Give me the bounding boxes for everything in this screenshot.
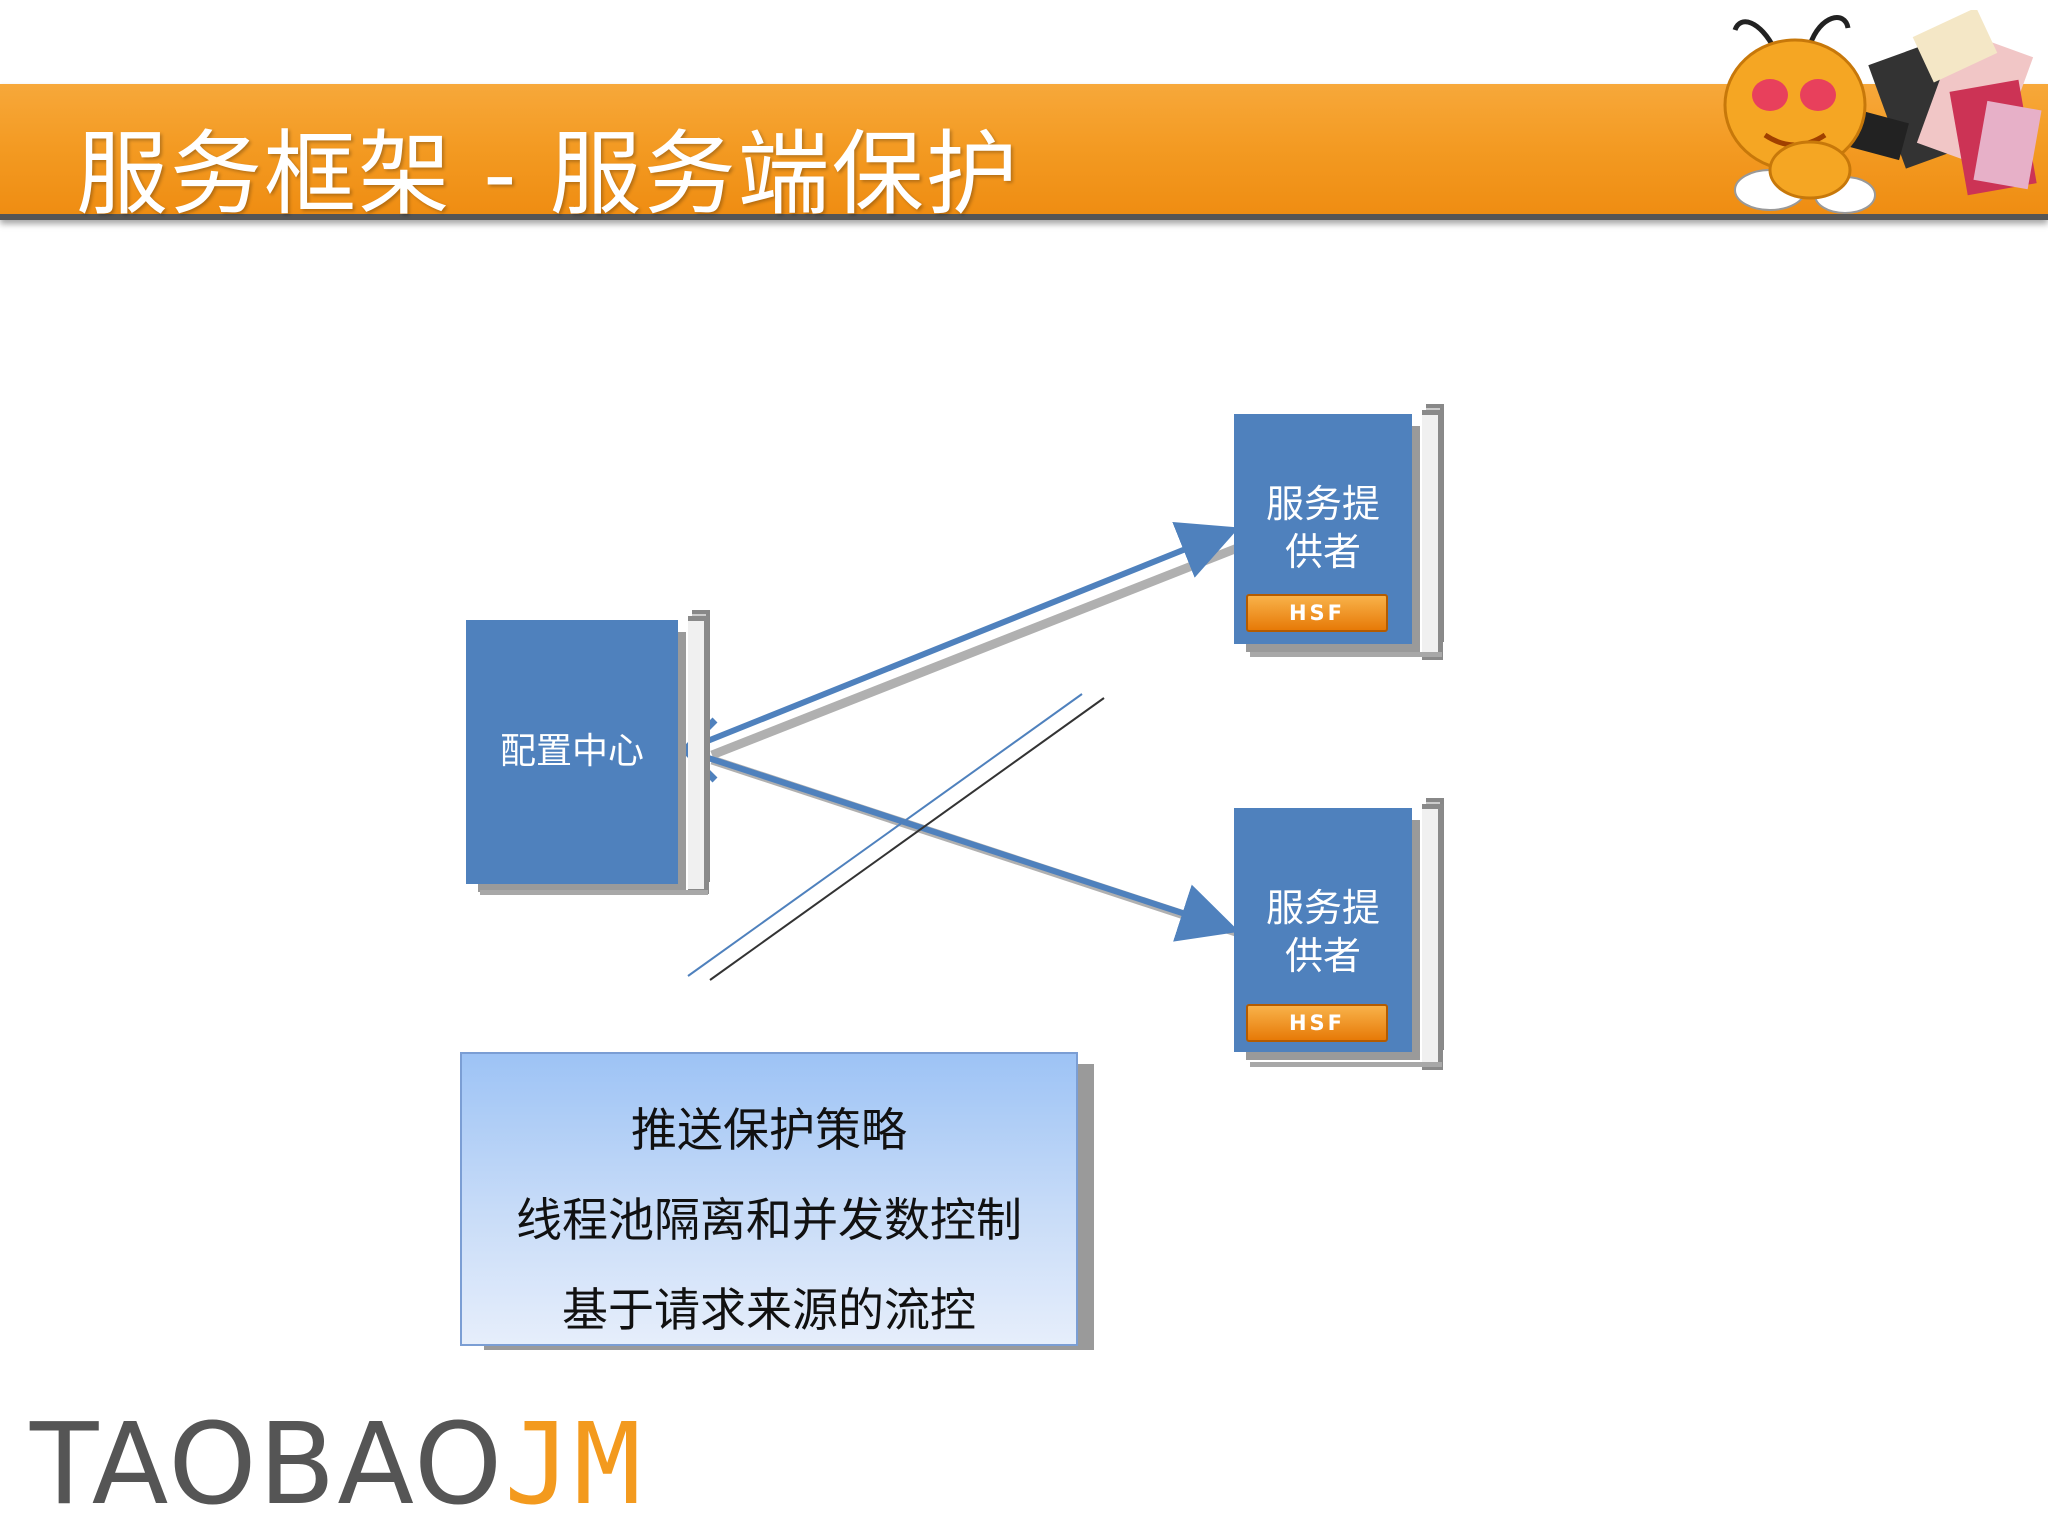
provider-2-label-line1: 服务提 — [1265, 886, 1380, 930]
provider-1-shadow — [1250, 652, 1442, 657]
config-center-bracket — [688, 616, 709, 894]
taobaojm-logo: TAOBAOJM — [30, 1400, 643, 1530]
divider-line-dark — [709, 697, 1105, 981]
logo-text-jm: JM — [504, 1400, 644, 1530]
arrow-config-to-provider-1 — [688, 522, 1240, 751]
shadow-arrow-top — [710, 540, 1247, 760]
hsf-badge-2: HSF — [1246, 1004, 1388, 1042]
service-provider-node-1: 服务提 供者 HSF — [1234, 404, 1444, 644]
provider-1-label-line1: 服务提 — [1265, 482, 1380, 526]
service-provider-node-2: 服务提 供者 HSF — [1234, 798, 1444, 1052]
provider-2-bracket — [1422, 804, 1443, 1070]
mascot-illustration — [1723, 10, 2042, 214]
page-title: 服务框架 - 服务端保护 — [76, 121, 1020, 228]
divider-line-blue — [687, 693, 1083, 977]
hsf-badge-1: HSF — [1246, 594, 1388, 632]
config-center-shadow — [480, 890, 708, 895]
header-banner — [0, 84, 2048, 220]
strategy-line-2: 线程池隔离和并发数控制 — [516, 1193, 1022, 1247]
strategy-line-1: 推送保护策略 — [631, 1103, 907, 1157]
strategy-line-3: 基于请求来源的流控 — [562, 1283, 976, 1337]
logo-text-taobao: TAOBAO — [30, 1400, 505, 1530]
provider-1-bracket — [1422, 410, 1443, 660]
config-center-label: 配置中心 — [499, 731, 644, 772]
protection-strategy-box: 推送保护策略 线程池隔离和并发数控制 基于请求来源的流控 — [460, 1052, 1078, 1346]
config-center-node: 配置中心 — [466, 610, 710, 884]
ant-mascot-icon — [1723, 15, 1876, 214]
provider-2-shadow — [1250, 1062, 1442, 1067]
provider-1-label-line2: 供者 — [1284, 530, 1361, 574]
arrow-config-to-provider-2 — [689, 749, 1240, 942]
provider-2-label-line2: 供者 — [1284, 934, 1361, 978]
